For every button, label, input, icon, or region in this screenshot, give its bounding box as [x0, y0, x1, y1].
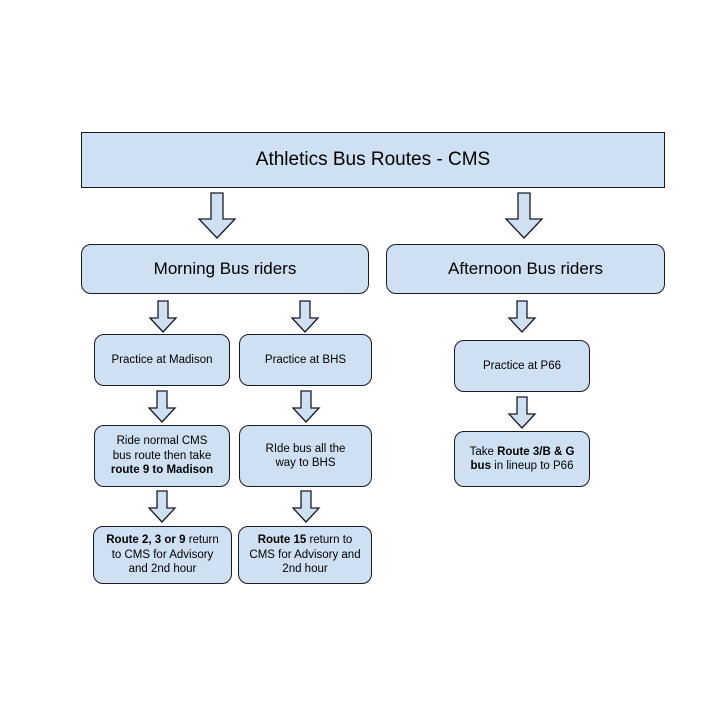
node-afternoon-bus-riders[interactable]: Afternoon Bus riders	[386, 244, 665, 294]
node-practice-madison[interactable]: Practice at Madison	[94, 334, 230, 386]
node-return-route-239[interactable]: Route 2, 3 or 9 return to CMS for Adviso…	[93, 526, 232, 584]
node-practice-p66[interactable]: Practice at P66	[454, 340, 590, 392]
node-ride-normal-cms[interactable]: Ride normal CMS bus route then take rout…	[94, 425, 230, 487]
node-practice-madison-label: Practice at Madison	[111, 353, 213, 366]
return-madison-line3: and 2nd hour	[128, 563, 197, 576]
node-title-label: Athletics Bus Routes - CMS	[255, 149, 491, 171]
node-title[interactable]: Athletics Bus Routes - CMS	[81, 132, 665, 188]
arrow-madison-to-ride	[147, 390, 177, 424]
take-p66-bold1: Route 3/B & G	[497, 445, 575, 458]
arrow-title-to-morning	[197, 192, 237, 240]
return-madison-line2: to CMS for Advisory	[111, 548, 214, 561]
arrow-title-to-afternoon	[504, 192, 544, 240]
node-practice-bhs-label: Practice at BHS	[264, 353, 347, 366]
arrow-afternoon-to-p66	[507, 300, 537, 334]
return-bhs-line3: 2nd hour	[282, 563, 328, 576]
ride-madison-line1: Ride normal CMS	[116, 435, 208, 448]
return-madison-bold: Route 2, 3 or 9	[106, 534, 186, 547]
node-return-route-239-label: Route 2, 3 or 9 return to CMS for Adviso…	[94, 533, 231, 576]
arrow-bhs-to-ride	[291, 390, 321, 424]
node-morning-label: Morning Bus riders	[153, 259, 297, 279]
arrow-ride-bhs-to-return	[291, 490, 321, 524]
node-take-route-3bg-label: Take Route 3/B & G bus in lineup to P66	[455, 445, 589, 474]
return-bhs-rest1: return to	[306, 534, 353, 547]
arrow-morning-to-madison	[148, 300, 178, 334]
return-bhs-bold: Route 15	[257, 534, 307, 547]
take-p66-suffix: in lineup to P66	[490, 460, 574, 472]
node-morning-bus-riders[interactable]: Morning Bus riders	[81, 244, 369, 294]
node-ride-normal-cms-label: Ride normal CMS bus route then take rout…	[95, 434, 229, 477]
node-practice-p66-label: Practice at P66	[483, 359, 561, 372]
take-p66-bold2: bus	[470, 460, 491, 472]
node-return-route-15[interactable]: Route 15 return to CMS for Advisory and …	[238, 526, 372, 584]
ride-bhs-line1: RIde bus all the	[265, 442, 346, 455]
ride-bhs-line2: way to BHS	[275, 457, 336, 469]
arrow-morning-to-bhs	[290, 300, 320, 334]
ride-madison-line3-bold: route 9 to Madison	[110, 464, 214, 477]
node-ride-bus-to-bhs-label: RIde bus all the way to BHS	[240, 442, 371, 471]
node-practice-bhs[interactable]: Practice at BHS	[239, 334, 372, 386]
node-return-route-15-label: Route 15 return to CMS for Advisory and …	[239, 533, 371, 576]
ride-madison-line2: bus route then take	[112, 449, 212, 462]
arrow-ride-madison-to-return	[147, 490, 177, 524]
return-bhs-line2: CMS for Advisory and	[249, 548, 361, 561]
node-afternoon-label: Afternoon Bus riders	[448, 259, 603, 279]
return-madison-rest1: return	[185, 534, 219, 547]
take-p66-prefix: Take	[469, 445, 498, 458]
arrow-p66-to-take	[507, 396, 537, 430]
node-ride-bus-to-bhs[interactable]: RIde bus all the way to BHS	[239, 425, 372, 487]
node-take-route-3bg[interactable]: Take Route 3/B & G bus in lineup to P66	[454, 431, 590, 487]
